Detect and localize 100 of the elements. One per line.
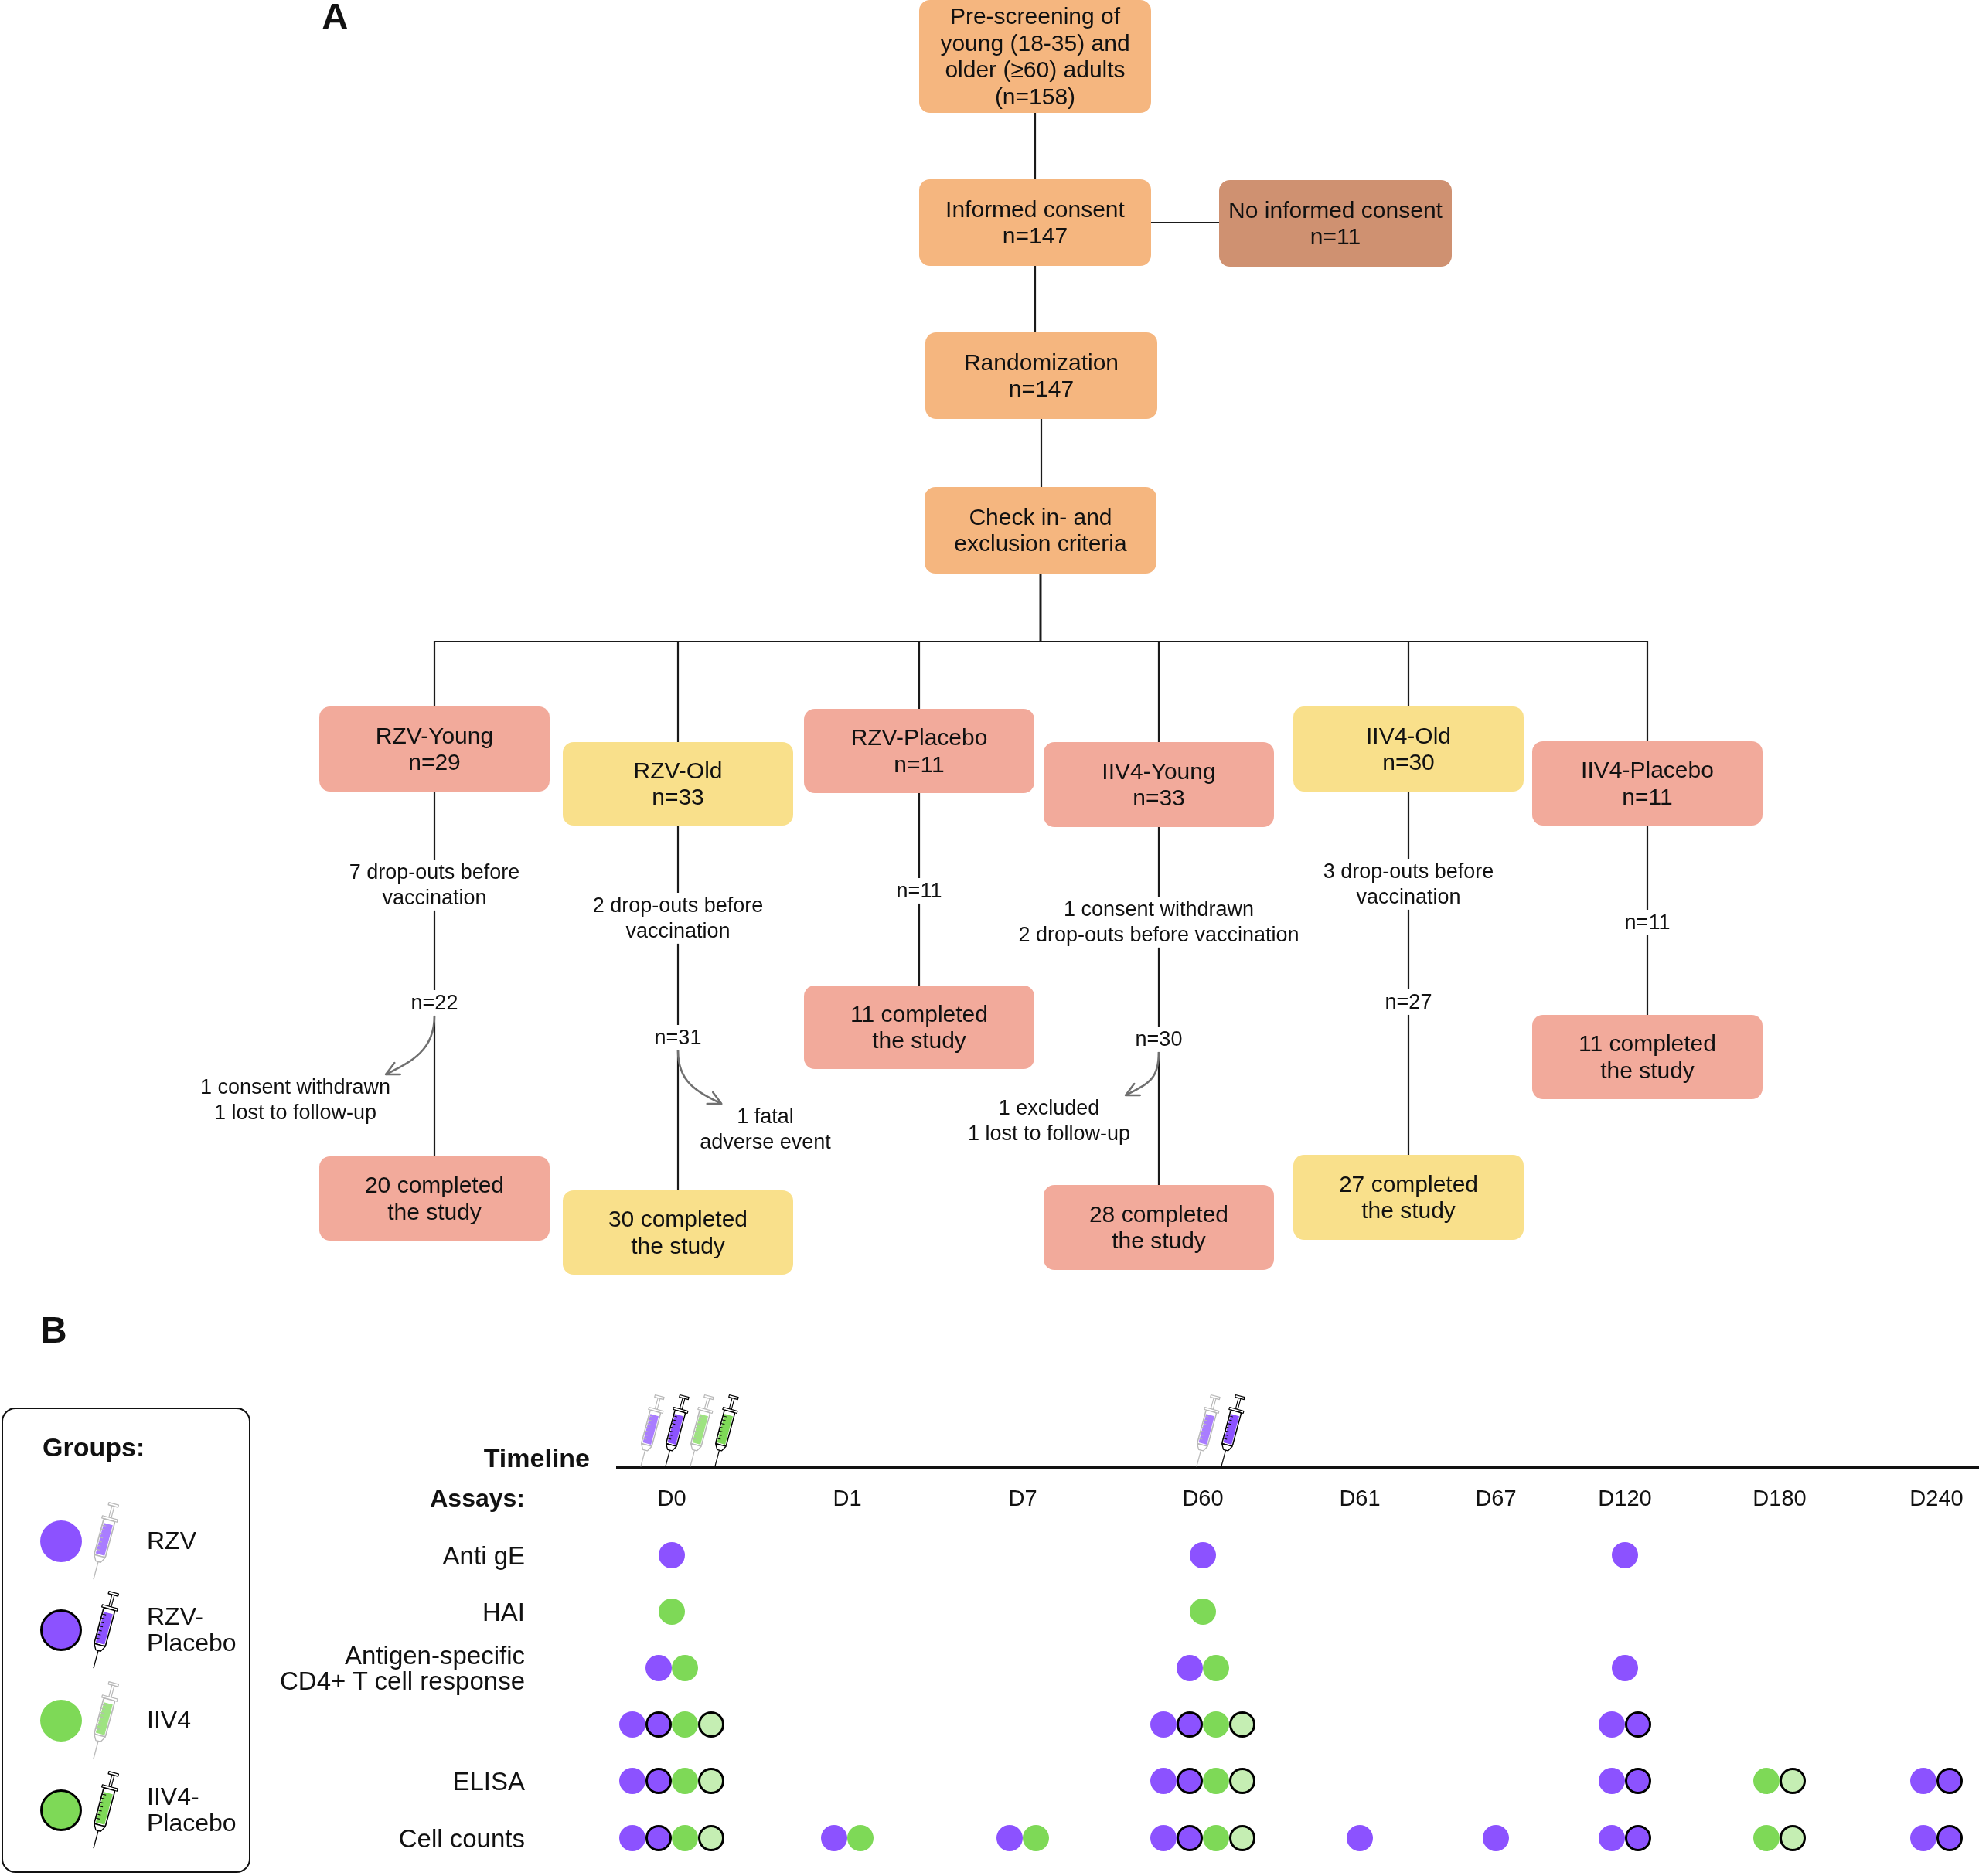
connector-line <box>1157 947 1160 1027</box>
outcome-text: 11 completed the study <box>1578 1030 1717 1084</box>
outcome-box <box>1293 1155 1524 1240</box>
process-box <box>919 179 1151 266</box>
participant-count: n=33 <box>652 784 704 811</box>
outcome-text: 30 completed the study <box>607 1206 749 1259</box>
outcome-box <box>319 1156 550 1241</box>
step-title: No informed consent <box>1228 196 1443 223</box>
step-title: Randomization <box>963 349 1119 376</box>
group-box <box>319 706 550 792</box>
connector-line <box>1157 827 1160 897</box>
outcome-text: 11 completed the study <box>850 1000 989 1054</box>
count-label: n=31 <box>654 1025 702 1050</box>
curved-arrow <box>384 1015 436 1076</box>
connector-line <box>433 910 436 990</box>
dropout-note: 2 drop-outs before vaccination <box>584 893 772 944</box>
connector-line <box>1407 909 1410 989</box>
group-box <box>1044 742 1274 827</box>
dropout-note: 1 consent withdrawn 2 drop-outs before vaccination <box>1018 897 1299 948</box>
connector-line <box>1646 935 1649 1015</box>
timeline-title: Timeline <box>483 1445 590 1471</box>
step-title: Check in- and exclusion criteria <box>953 503 1128 557</box>
step-title: Informed consent <box>945 196 1125 223</box>
participant-count: n=33 <box>1133 785 1185 812</box>
exclusion-note: 1 consent withdrawn 1 lost to follow-up <box>199 1074 391 1125</box>
group-name: RZV-Placebo <box>850 724 988 751</box>
connector-line <box>1034 113 1037 179</box>
day-label: D180 <box>1752 1486 1807 1510</box>
day-label: D67 <box>1475 1486 1517 1510</box>
assay-label: Antigen-specific CD4+ T cell response <box>278 1643 525 1694</box>
count-label: n=27 <box>1385 989 1432 1015</box>
legend-label: RZV <box>147 1528 196 1554</box>
connector-line <box>1646 826 1649 910</box>
outcome-text: 27 completed the study <box>1337 1170 1480 1224</box>
participant-count: n=11 <box>1310 223 1361 250</box>
group-name: RZV-Young <box>375 722 494 749</box>
panel-letter: B <box>40 1312 67 1349</box>
curved-arrow <box>676 1050 723 1105</box>
participant-count: n=29 <box>408 749 461 776</box>
count-label: n=11 <box>896 878 942 904</box>
outcome-text: 28 completed the study <box>1088 1200 1230 1255</box>
connector-line <box>918 903 921 986</box>
assay-label: Anti gE <box>442 1542 525 1568</box>
day-label: D120 <box>1598 1486 1652 1510</box>
group-name: IIV4-Young <box>1102 758 1216 785</box>
group-box <box>804 709 1034 793</box>
participant-count: n=11 <box>1622 783 1673 810</box>
day-label: D1 <box>833 1486 862 1510</box>
connector-line <box>1407 792 1410 859</box>
participant-count: n=147 <box>1002 223 1068 250</box>
connector-line <box>1151 221 1219 224</box>
connector-line <box>433 792 436 860</box>
connector-line <box>676 943 680 1025</box>
group-box <box>1293 706 1524 792</box>
column-heading: Assays: <box>430 1486 525 1510</box>
dropout-note: 3 drop-outs before vaccination <box>1314 859 1503 910</box>
legend-label: RZV-Placebo <box>147 1604 237 1656</box>
assay-label: Cell counts <box>398 1825 525 1851</box>
group-name: IIV4-Placebo <box>1581 757 1714 784</box>
dropout-note: 7 drop-outs before vaccination <box>340 860 529 911</box>
curved-arrow <box>1124 1051 1160 1097</box>
process-box <box>925 332 1157 419</box>
connector-line <box>1039 574 1649 741</box>
panel-letter: A <box>322 0 349 36</box>
adverse-event-note: 1 fatal adverse event <box>698 1104 833 1155</box>
outcome-box <box>1532 1015 1763 1099</box>
legend-title: Groups: <box>43 1434 145 1460</box>
day-label: D60 <box>1182 1486 1224 1510</box>
participant-count: n=30 <box>1382 749 1435 776</box>
process-box <box>1219 180 1452 267</box>
day-label: D7 <box>1008 1486 1037 1510</box>
day-label: D240 <box>1909 1486 1964 1510</box>
step-title: Pre-screening of young (18-35) and older (≥60) adults <box>939 3 1131 83</box>
group-name: RZV-Old <box>633 757 723 784</box>
process-box <box>919 0 1151 113</box>
participant-count: (n=158) <box>994 83 1076 110</box>
outcome-box <box>563 1190 793 1275</box>
count-label: n=11 <box>1624 910 1671 935</box>
day-label: D61 <box>1339 1486 1381 1510</box>
assay-label: ELISA <box>452 1768 525 1794</box>
connector-line <box>1407 1014 1410 1155</box>
connector-line <box>1040 419 1043 487</box>
process-box <box>925 487 1156 574</box>
connector-line <box>676 826 680 893</box>
outcome-box <box>1044 1185 1274 1270</box>
legend-label: IIV4-Placebo <box>147 1784 237 1837</box>
day-label: D0 <box>657 1486 686 1510</box>
participant-count: n=147 <box>1008 376 1075 403</box>
exclusion-note: 1 excluded 1 lost to follow-up <box>967 1095 1131 1146</box>
outcome-box <box>804 986 1034 1069</box>
count-label: n=30 <box>1135 1027 1183 1052</box>
group-box <box>1532 741 1763 826</box>
legend-label: IIV4 <box>147 1707 191 1734</box>
assay-label: HAI <box>482 1599 525 1625</box>
group-box <box>563 742 793 826</box>
outcome-text: 20 completed the study <box>363 1172 506 1225</box>
connector-line <box>1034 266 1037 332</box>
count-label: n=22 <box>410 990 458 1016</box>
participant-count: n=11 <box>894 751 945 778</box>
group-name: IIV4-Old <box>1365 722 1451 749</box>
